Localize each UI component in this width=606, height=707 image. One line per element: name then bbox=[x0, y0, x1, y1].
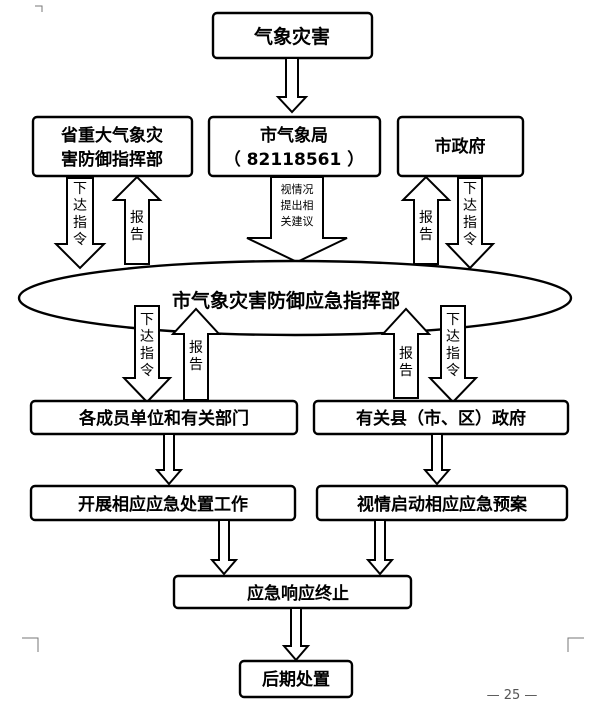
command-label-gov-3: 指 bbox=[463, 215, 477, 231]
report-label-units-2: 告 bbox=[189, 357, 203, 373]
box-city-government bbox=[396, 115, 525, 178]
arrow-counties-report-up bbox=[380, 307, 432, 399]
crop-mark-top-left bbox=[35, 5, 43, 12]
crop-mark-bottom-left bbox=[22, 637, 39, 652]
arrow-center-command-counties bbox=[427, 305, 479, 404]
box-city-government-label: 市政府 bbox=[435, 136, 486, 157]
arrow-province-command-down bbox=[53, 177, 107, 270]
box-emergency-plan bbox=[315, 484, 569, 522]
report-label-counties-2: 告 bbox=[399, 363, 413, 379]
command-label-units-4: 令 bbox=[140, 363, 154, 379]
command-label-units-3: 指 bbox=[140, 346, 154, 362]
box-provincial-command-line2: 害防御指挥部 bbox=[61, 149, 163, 170]
arrow-units-report-up bbox=[170, 307, 222, 401]
box-aftermath bbox=[238, 659, 354, 699]
report-label-province-1: 报 bbox=[130, 210, 144, 226]
command-label-province-1: 下 bbox=[73, 181, 87, 197]
box-emergency-work-label: 开展相应应急处置工作 bbox=[78, 494, 248, 515]
crop-mark-bottom-right bbox=[567, 637, 584, 652]
report-label-units-1: 报 bbox=[189, 340, 203, 356]
box-emergency-work bbox=[29, 484, 297, 522]
arrow-gov-report-up bbox=[400, 175, 452, 265]
command-label-counties-2: 达 bbox=[446, 329, 460, 345]
ellipse-emergency-command-center-label: 市气象灾害防御应急指挥部 bbox=[172, 289, 400, 312]
command-label-gov-4: 令 bbox=[463, 232, 477, 248]
report-label-gov-1: 报 bbox=[419, 210, 433, 226]
arrow-center-command-units bbox=[121, 305, 173, 404]
command-label-counties-3: 指 bbox=[446, 346, 460, 362]
report-label-counties-1: 报 bbox=[399, 346, 413, 362]
command-label-province-3: 指 bbox=[73, 215, 87, 231]
command-label-province-4: 令 bbox=[73, 232, 87, 248]
box-city-bureau-line1: 市气象局 bbox=[260, 125, 328, 146]
command-label-province-2: 达 bbox=[73, 198, 87, 214]
page-number: — 25 — bbox=[487, 688, 538, 703]
command-label-gov-2: 达 bbox=[463, 198, 477, 214]
suggest-label-3: 关建议 bbox=[281, 214, 314, 228]
report-label-gov-2: 告 bbox=[419, 227, 433, 243]
arrow-work-to-terminate bbox=[209, 519, 239, 576]
command-label-units-2: 达 bbox=[140, 329, 154, 345]
box-emergency-plan-label: 视情启动相应应急预案 bbox=[357, 494, 528, 515]
box-aftermath-label: 后期处置 bbox=[262, 669, 330, 690]
arrow-gov-command-down bbox=[444, 177, 496, 270]
arrow-plan-to-terminate bbox=[365, 519, 395, 576]
box-provincial-command-line1: 省重大气象灾 bbox=[60, 125, 164, 146]
box-member-units-label: 各成员单位和有关部门 bbox=[78, 408, 249, 429]
box-meteorological-disaster-label: 气象灾害 bbox=[253, 25, 330, 48]
command-label-units-1: 下 bbox=[140, 312, 154, 328]
arrow-province-report-up bbox=[111, 175, 163, 265]
box-provincial-command bbox=[31, 115, 194, 178]
box-city-bureau-line2: （ 82118561 ） bbox=[224, 149, 364, 170]
arrow-counties-to-plan bbox=[422, 433, 452, 486]
command-label-gov-1: 下 bbox=[463, 181, 477, 197]
box-county-governments-label: 有关县（市、区）政府 bbox=[356, 408, 526, 429]
arrow-units-to-work bbox=[154, 433, 184, 486]
command-label-counties-4: 令 bbox=[446, 363, 460, 379]
report-label-province-2: 告 bbox=[130, 227, 144, 243]
arrow-terminate-to-aftermath bbox=[281, 607, 311, 662]
command-label-counties-1: 下 bbox=[446, 312, 460, 328]
arrow-bureau-suggestion bbox=[246, 176, 348, 264]
suggest-label-1: 视情况 bbox=[281, 182, 314, 196]
arrow-disaster-to-bureau bbox=[275, 57, 309, 114]
suggest-label-2: 提出相 bbox=[281, 198, 314, 212]
box-response-termination-label: 应急响应终止 bbox=[247, 583, 349, 604]
